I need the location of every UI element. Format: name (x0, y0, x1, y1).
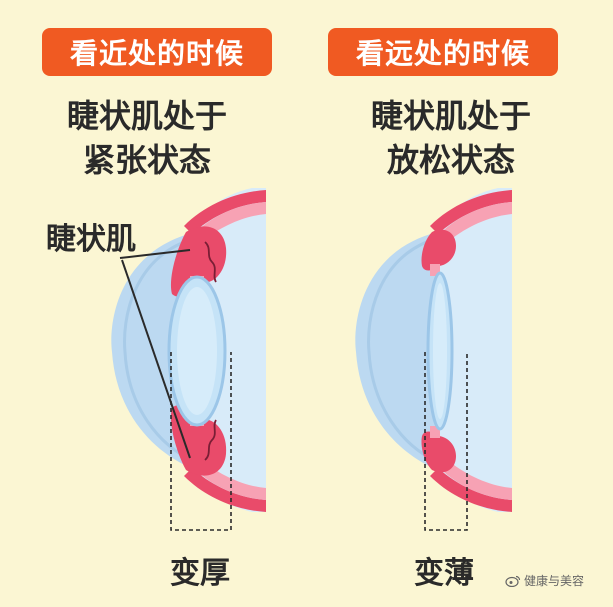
near-state-line1: 睫状肌处于 (66, 97, 227, 135)
far-state-line1: 睫状肌处于 (370, 97, 531, 135)
far-vision-panel: 看远处的时候 睫状肌处于 放松状态 变薄 (306, 0, 612, 607)
near-eye-diagram (111, 188, 266, 531)
far-ciliary-muscle-bottom (421, 431, 456, 473)
near-vision-badge: 看近处的时候 (42, 28, 272, 76)
far-state-line2: 放松状态 (386, 141, 515, 179)
near-state-line2: 紧张状态 (82, 141, 211, 179)
ciliary-muscle-label: 睫状肌 (46, 222, 136, 257)
near-ciliary-muscle-bottom (170, 405, 227, 476)
far-lens-thickness-bracket (424, 352, 468, 531)
far-muscle-state: 睫状肌处于 放松状态 (298, 94, 604, 182)
far-vision-badge: 看远处的时候 (328, 28, 558, 76)
far-lens-caption: 变薄 (414, 556, 474, 591)
label-pointer-top (119, 249, 191, 259)
near-sclera-top (184, 190, 266, 234)
far-eye-diagram (355, 188, 512, 531)
near-lens-caption: 变厚 (170, 556, 230, 591)
near-sclera-bottom (184, 468, 266, 512)
far-ciliary-muscle-top (421, 229, 456, 271)
far-sclera-bottom (430, 468, 512, 512)
weibo-icon (505, 575, 521, 587)
label-pointer-bottom (121, 259, 191, 459)
near-muscle-state: 睫状肌处于 紧张状态 (0, 94, 300, 182)
watermark-text: 健康与美容 (524, 574, 585, 588)
near-ciliary-muscle-top (170, 226, 227, 297)
far-sclera-top (430, 190, 512, 234)
watermark: 健康与美容 (505, 572, 584, 589)
near-vision-panel: 看近处的时候 睫状肌处于 紧张状态 睫状肌 变厚 (0, 0, 306, 607)
far-cornea (355, 232, 438, 470)
